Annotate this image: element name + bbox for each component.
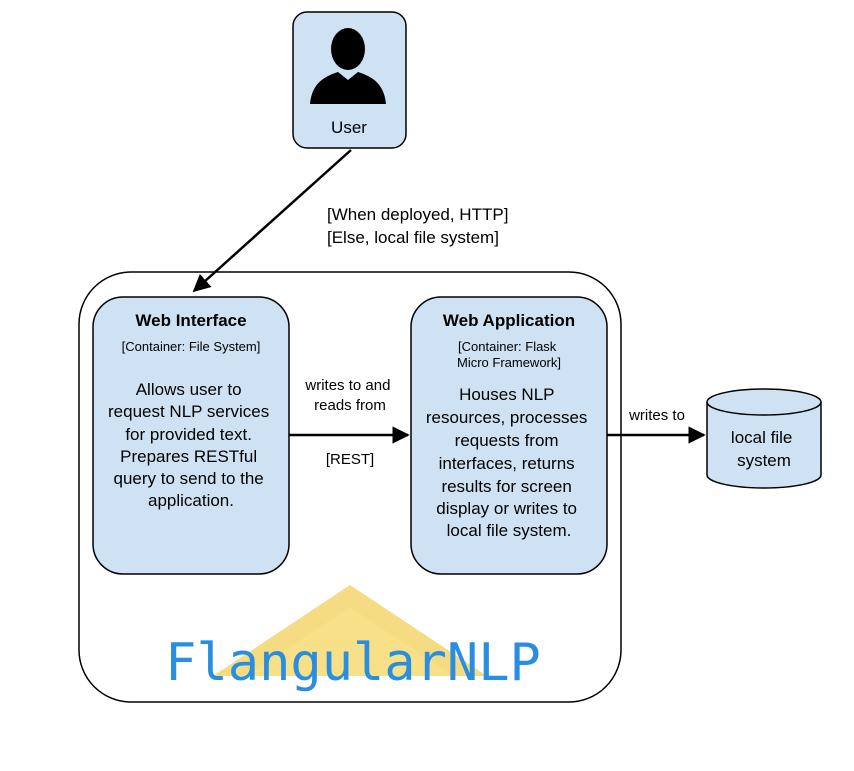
web-application-title: Web Application [443, 311, 575, 330]
local-file-system-label: local file system [731, 428, 797, 470]
web-application-desc-line: local file system. [447, 521, 572, 540]
web-interface-title: Web Interface [135, 311, 246, 330]
cylinder-top [706, 388, 822, 416]
web-interface-desc-line: for provided text. [125, 425, 252, 444]
logo-text: FlangularNLP [165, 633, 541, 693]
user-label: User [331, 118, 367, 137]
web-application-desc-line: display or writes to [436, 499, 577, 518]
rest-edge-label: writes to and reads from [304, 377, 394, 414]
web-interface-desc-line: request NLP services [108, 402, 269, 421]
user-to-web-interface-arrow [192, 149, 352, 293]
web-interface-desc-line: application. [148, 491, 234, 510]
person-silhouette-icon [310, 28, 386, 104]
web-application-desc: Houses NLP resources, processes requests… [426, 385, 592, 540]
web-interface-node[interactable]: Web Interface [Container: File System] A… [92, 296, 290, 575]
local-file-system-label-line: system [737, 451, 791, 470]
web-application-desc-line: Houses NLP [459, 385, 554, 404]
web-interface-desc: Allows user to request NLP services for … [108, 380, 274, 510]
web-interface-container: [Container: File System] [122, 339, 261, 354]
user-edge-label-2: [Else, local file system] [327, 228, 499, 247]
web-application-container: [Container: Flask Micro Framework] [457, 339, 561, 370]
local-file-system-label-line: local file [731, 428, 792, 447]
user-edge-label-1: [When deployed, HTTP] [327, 205, 508, 224]
local-file-system-node[interactable]: local file system [706, 388, 822, 489]
web-interface-desc-line: Prepares RESTful [120, 447, 257, 466]
web-interface-desc-line: Allows user to [136, 380, 242, 399]
rest-edge-label-line: reads from [314, 397, 386, 414]
web-interface-desc-line: query to send to the [113, 469, 263, 488]
rest-edge-protocol: [REST] [326, 451, 374, 468]
web-application-desc-line: resources, processes [426, 408, 588, 427]
web-application-desc-line: interfaces, returns [439, 454, 575, 473]
user-node[interactable]: User [292, 11, 407, 149]
web-application-container-line: [Container: Flask [458, 339, 557, 354]
web-application-container-line: Micro Framework] [457, 355, 561, 370]
web-application-desc-line: results for screen [441, 477, 571, 496]
rest-edge-label-line: writes to and [304, 377, 390, 394]
cylinder-body [706, 402, 822, 489]
web-application-desc-line: requests from [455, 431, 559, 450]
flangularnlp-logo: FlangularNLP [165, 585, 541, 693]
logo-triangle-inner [246, 607, 454, 676]
web-application-node[interactable]: Web Application [Container: Flask Micro … [410, 296, 608, 575]
file-edge-label: writes to [628, 407, 685, 424]
